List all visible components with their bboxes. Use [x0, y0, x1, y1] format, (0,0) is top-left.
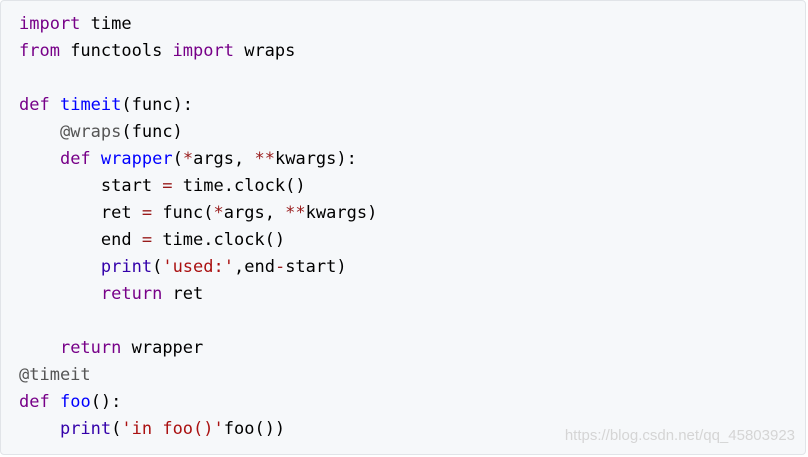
code-token-variable: ( [111, 419, 122, 439]
code-token-keyword: def [19, 392, 50, 412]
code-token-meta: @wraps [59, 122, 122, 142]
code-line: return ret [19, 281, 377, 308]
code-token-operator: ** [254, 149, 275, 169]
code-token-keyword: def [59, 149, 91, 169]
code-token-variable [19, 257, 101, 277]
code-token-variable: wrapper [121, 338, 204, 358]
code-token-variable: ret [162, 284, 204, 304]
code-token-variable: end [19, 230, 142, 250]
code-token-variable: start) [285, 257, 347, 277]
code-line: import time [19, 11, 377, 38]
code-token-variable: ,end [233, 257, 275, 277]
code-token-variable: args, [223, 203, 286, 223]
code-token-variable: functools [59, 41, 173, 61]
code-token-variable: (): [90, 392, 122, 412]
code-token-variable: time.clock() [152, 230, 286, 250]
code-token-operator: = [141, 203, 153, 223]
code-token-variable [91, 149, 101, 169]
code-line: def wrapper(*args, **kwargs): [19, 146, 377, 173]
code-token-string: 'used:' [162, 257, 234, 277]
code-token-string: 'in foo()' [121, 419, 224, 439]
code-line [19, 308, 377, 335]
watermark-text: https://blog.csdn.net/qq_45803923 [564, 427, 795, 444]
code-token-variable: ret [19, 203, 142, 223]
code-token-variable [19, 284, 101, 304]
code-token-variable: time [80, 14, 132, 34]
code-token-variable: kwargs) [305, 203, 378, 223]
code-line: start = time.clock() [19, 173, 377, 200]
code-token-def: timeit [59, 95, 122, 115]
code-token-variable: ( [152, 257, 163, 277]
code-token-variable: ( [172, 149, 183, 169]
code-token-variable [19, 149, 60, 169]
code-token-keyword: import [172, 41, 234, 61]
code-line: print('in foo()'foo()) [19, 416, 377, 443]
code-token-variable: func( [152, 203, 214, 223]
code-token-keyword: from [19, 41, 60, 61]
code-line: ret = func(*args, **kwargs) [19, 200, 377, 227]
code-token-keyword: import [19, 14, 81, 34]
code-line: @timeit [19, 362, 377, 389]
code-token-variable [50, 392, 60, 412]
code-token-variable: wraps [233, 41, 296, 61]
code-token-operator: - [274, 257, 286, 277]
code-token-keyword: return [100, 284, 163, 304]
code-token-operator: * [213, 203, 224, 223]
code-token-def: foo [59, 392, 91, 412]
code-token-meta: @timeit [19, 365, 91, 385]
code-token-variable [50, 95, 60, 115]
code-token-variable [19, 122, 60, 142]
code-line: return wrapper [19, 335, 377, 362]
code-token-variable: foo()) [223, 419, 286, 439]
code-line: def timeit(func): [19, 92, 377, 119]
code-token-builtin: print [100, 257, 153, 277]
code-token-def: wrapper [100, 149, 173, 169]
code-token-keyword: def [19, 95, 50, 115]
code-token-keyword: return [59, 338, 122, 358]
code-line: from functools import wraps [19, 38, 377, 65]
code-token-variable [19, 338, 60, 358]
code-token-variable: kwargs): [274, 149, 357, 169]
code-token-builtin: print [59, 419, 112, 439]
code-token-variable: (func) [121, 122, 183, 142]
code-token-operator: = [162, 176, 173, 196]
code-line: end = time.clock() [19, 227, 377, 254]
code-token-variable: start [19, 176, 163, 196]
code-line: print('used:',end-start) [19, 254, 377, 281]
code-token-variable: time.clock() [172, 176, 306, 196]
code-token-variable [19, 419, 60, 439]
code-token-variable: (func): [121, 95, 194, 115]
code-token-operator: ** [285, 203, 306, 223]
code-line: @wraps(func) [19, 119, 377, 146]
code-line [19, 65, 377, 92]
code-token-operator: = [141, 230, 153, 250]
code-token-variable: args, [193, 149, 255, 169]
code-line: def foo(): [19, 389, 377, 416]
code-token-operator: * [182, 149, 194, 169]
